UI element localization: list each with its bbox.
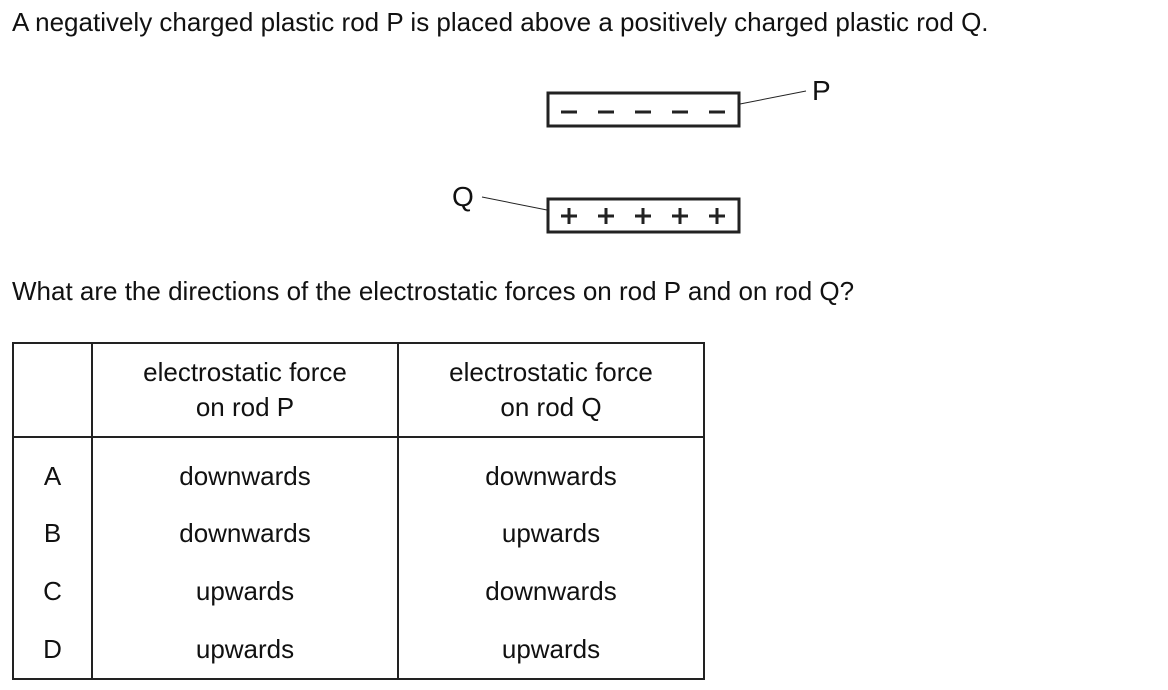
corner-cell — [12, 343, 93, 438]
header-force-on-p: electrostatic force on rod P — [91, 343, 399, 438]
force-on-q: downwards — [397, 437, 705, 504]
rod-p-label: P — [812, 75, 831, 106]
question-text: What are the directions of the electrost… — [12, 276, 855, 306]
option-letter: C — [12, 562, 93, 620]
force-on-p: downwards — [91, 504, 399, 562]
plus-charge-icon — [709, 208, 725, 224]
rod-q-charges — [561, 208, 725, 224]
option-row-c[interactable]: C upwards downwards — [12, 562, 705, 620]
force-on-p: upwards — [91, 620, 399, 679]
rod-q: Q — [452, 181, 741, 234]
intro-text: A negatively charged plastic rod P is pl… — [12, 7, 989, 37]
plus-charge-icon — [598, 208, 614, 224]
option-letter: A — [12, 437, 93, 504]
force-on-q: upwards — [397, 620, 705, 679]
header-force-on-q: electrostatic force on rod Q — [397, 343, 705, 438]
plus-charge-icon — [672, 208, 688, 224]
option-row-a[interactable]: A downwards downwards — [12, 437, 705, 504]
rod-q-label-line — [481, 196, 548, 211]
plus-charge-icon — [635, 208, 651, 224]
header-q-line2: on rod Q — [500, 392, 602, 422]
option-row-d[interactable]: D upwards upwards — [12, 620, 705, 679]
rod-p: P — [546, 75, 831, 128]
header-p-line2: on rod P — [195, 392, 295, 422]
header-q-line1: electrostatic force — [449, 357, 653, 387]
rod-p-body — [546, 91, 741, 128]
force-on-p: upwards — [91, 562, 399, 620]
option-letter: B — [12, 504, 93, 562]
force-on-q: downwards — [397, 562, 705, 620]
table-header-row: electrostatic force on rod P electrostat… — [12, 343, 705, 438]
rod-p-label-line — [739, 90, 807, 105]
rod-q-label: Q — [452, 181, 474, 212]
force-on-q: upwards — [397, 504, 705, 562]
charged-rods-diagram: P Q — [452, 75, 831, 234]
option-letter: D — [12, 620, 93, 679]
header-p-line1: electrostatic force — [143, 357, 347, 387]
answer-options-table: electrostatic force on rod P electrostat… — [12, 342, 705, 680]
plus-charge-icon — [561, 208, 577, 224]
force-on-p: downwards — [91, 437, 399, 504]
option-row-b[interactable]: B downwards upwards — [12, 504, 705, 562]
